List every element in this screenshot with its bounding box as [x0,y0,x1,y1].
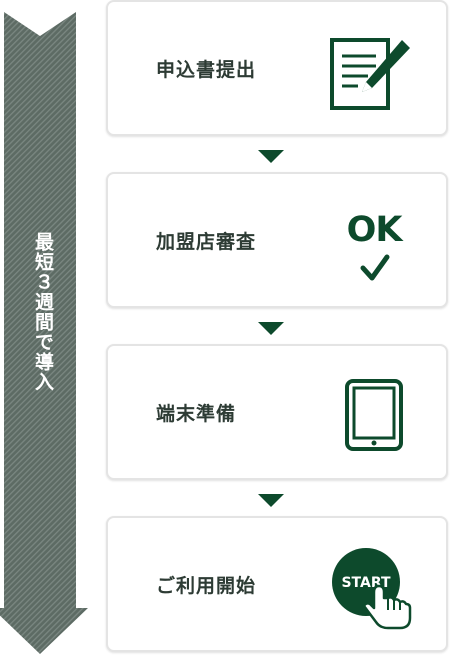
check-icon [360,254,390,281]
step-card-application: 申込書提出 [106,0,448,136]
start-tap-icon: START [332,548,412,630]
step-card-start-use: ご利用開始 START [106,516,448,652]
chevron-down-icon [258,494,284,507]
step-card-screening: 加盟店審査 OK [106,172,448,308]
step-label: ご利用開始 [156,575,257,597]
step-label: 加盟店審査 [156,231,257,253]
timeline-arrow: 最短３週間で導入 [0,0,92,658]
timeline-label: 最短３週間で導入 [32,232,54,392]
chevron-down-icon [258,322,284,335]
step-card-terminal-prep: 端末準備 [106,344,448,480]
chevron-down-icon [258,150,284,163]
form-pen-icon [330,38,410,110]
ok-badge: OK [346,210,403,250]
tablet-icon [345,379,403,451]
down-arrow-icon [0,12,88,654]
step-label: 申込書提出 [156,59,257,81]
step-label: 端末準備 [156,403,237,425]
